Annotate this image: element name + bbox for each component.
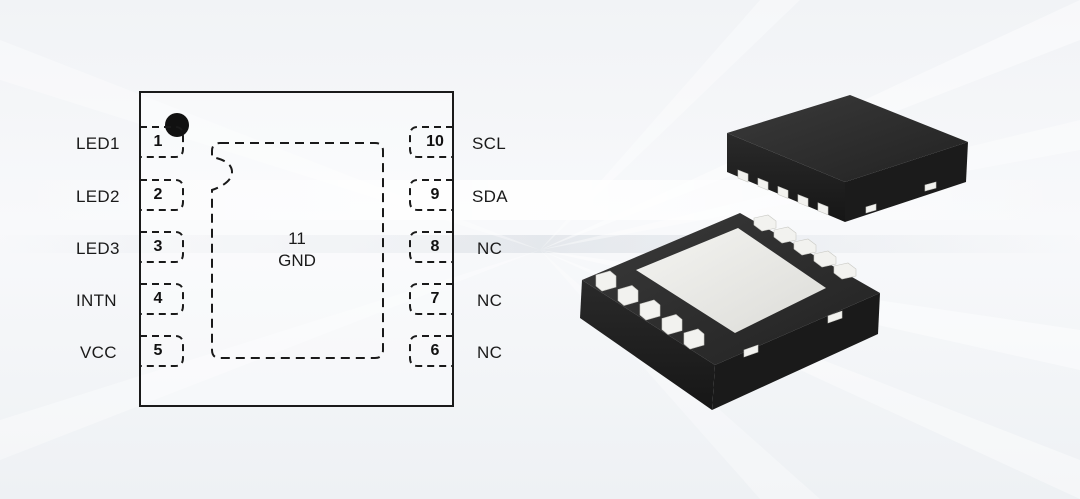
- left-pin-pad-5: [140, 335, 184, 367]
- package-bottom-view: [580, 213, 880, 410]
- pin-number-10: 10: [426, 133, 444, 150]
- left-pin-pad-2: [140, 179, 184, 211]
- pin-name-sda: SDA: [472, 187, 508, 206]
- pin-number-9: 9: [430, 186, 440, 203]
- pin-name-led2: LED2: [76, 187, 120, 206]
- top-lead-5: [817, 202, 829, 216]
- back-lead-5: [833, 262, 857, 280]
- pin-number-1: 1: [153, 133, 163, 150]
- front-lead-1: [595, 270, 617, 292]
- pin-number-6: 6: [430, 342, 440, 359]
- front-lead-3: [639, 299, 661, 321]
- exposed-thermal-pad: [636, 228, 826, 333]
- front-lead-2: [617, 285, 639, 306]
- package-outline: [139, 91, 454, 407]
- top-package-leads: [737, 169, 937, 216]
- back-lead-3: [793, 238, 817, 256]
- pin-number-7: 7: [430, 290, 440, 307]
- pin-number-2: 2: [153, 186, 163, 203]
- back-lead-1: [753, 214, 777, 232]
- right-pin-pads: [409, 126, 453, 367]
- top-lead-3: [777, 185, 789, 199]
- side-lead-mark-2: [827, 310, 843, 324]
- pin-name-nc-6: NC: [477, 343, 503, 362]
- top-lead-4: [797, 194, 809, 208]
- pin-name-nc-7: NC: [477, 291, 503, 310]
- right-pin-pad-7: [409, 283, 453, 315]
- pin-name-led3: LED3: [76, 239, 120, 258]
- center-pad-name: GND: [278, 251, 316, 270]
- top-lead-mark-1: [924, 181, 937, 192]
- pin-number-8: 8: [430, 238, 440, 255]
- right-pin-pad-6: [409, 335, 453, 367]
- left-pin-pad-1: [140, 126, 184, 158]
- right-pin-pad-8: [409, 231, 453, 263]
- pin-name-nc-8: NC: [477, 239, 503, 258]
- left-pin-pads: [140, 126, 184, 367]
- top-lead-mark-2: [865, 203, 877, 214]
- back-lead-4: [813, 250, 837, 268]
- left-pin-pad-4: [140, 283, 184, 315]
- top-lead-1: [737, 169, 749, 183]
- package-top-view: [727, 95, 968, 222]
- pin-number-4: 4: [153, 290, 163, 307]
- pin-number-3: 3: [153, 238, 163, 255]
- pin1-marker-dot: [165, 113, 189, 137]
- bottom-package-leads: [595, 214, 857, 358]
- pin-number-5: 5: [153, 342, 163, 359]
- right-pin-pad-9: [409, 179, 453, 211]
- pin-name-scl: SCL: [472, 134, 506, 153]
- pin-name-vcc: VCC: [80, 343, 117, 362]
- thermal-pad-outline: [211, 142, 384, 359]
- front-lead-5: [683, 328, 705, 350]
- side-lead-mark-1: [743, 344, 759, 358]
- back-lead-2: [773, 226, 797, 244]
- top-lead-2: [757, 177, 769, 191]
- left-pin-pad-3: [140, 231, 184, 263]
- center-pad-number: 11: [288, 229, 306, 248]
- pin-name-led1: LED1: [76, 134, 120, 153]
- pin-name-intn: INTN: [76, 291, 117, 310]
- front-lead-4: [661, 314, 683, 335]
- right-pin-pad-10: [409, 126, 453, 158]
